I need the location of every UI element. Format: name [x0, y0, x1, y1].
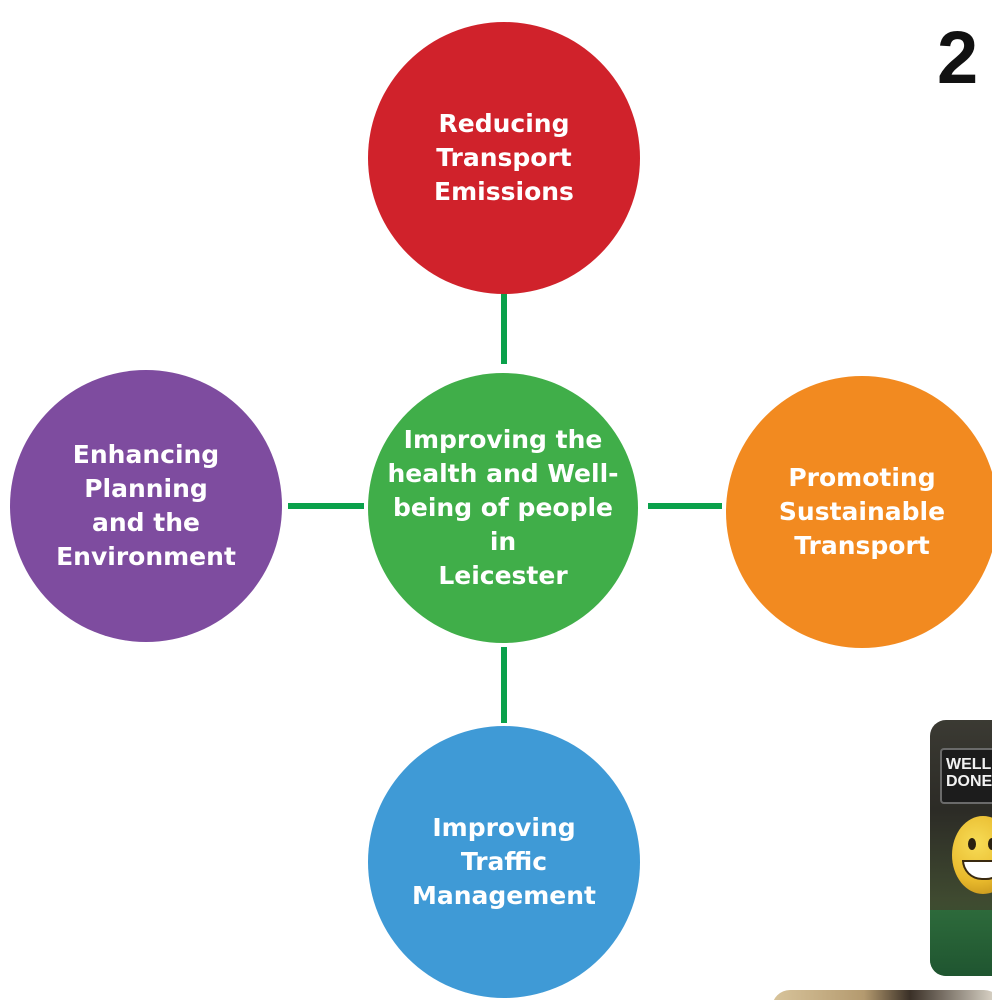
well-done-photo: WELL DONE!	[930, 720, 992, 976]
connector-top	[501, 288, 507, 364]
page-number: 2	[937, 16, 979, 99]
node-label: Enhancing Planning and the Environment	[56, 440, 236, 571]
node-label: Improving Traffic Management	[411, 813, 597, 910]
node-reducing-transport-emissions: Reducing Transport Emissions	[368, 22, 640, 294]
node-label: Promoting Sustainable Transport	[778, 463, 946, 560]
connector-left	[288, 503, 364, 509]
connector-bottom	[501, 647, 507, 723]
connector-right	[648, 503, 722, 509]
smiley-eye	[988, 838, 992, 850]
node-label: Improving the health and Well- being of …	[387, 425, 619, 590]
well-done-sign: WELL DONE!	[940, 748, 992, 804]
node-improving-health-wellbeing: Improving the health and Well- being of …	[368, 373, 638, 643]
smiley-mouth	[962, 860, 992, 880]
node-label: Reducing Transport Emissions	[434, 109, 574, 206]
photo-background	[930, 910, 992, 976]
node-improving-traffic-management: Improving Traffic Management	[368, 726, 640, 998]
node-enhancing-planning-environment: Enhancing Planning and the Environment	[10, 370, 282, 642]
bottom-photo	[772, 990, 992, 1000]
smiley-trophy-icon	[952, 816, 992, 894]
node-promoting-sustainable-transport: Promoting Sustainable Transport	[726, 376, 992, 648]
smiley-eye	[968, 838, 976, 850]
